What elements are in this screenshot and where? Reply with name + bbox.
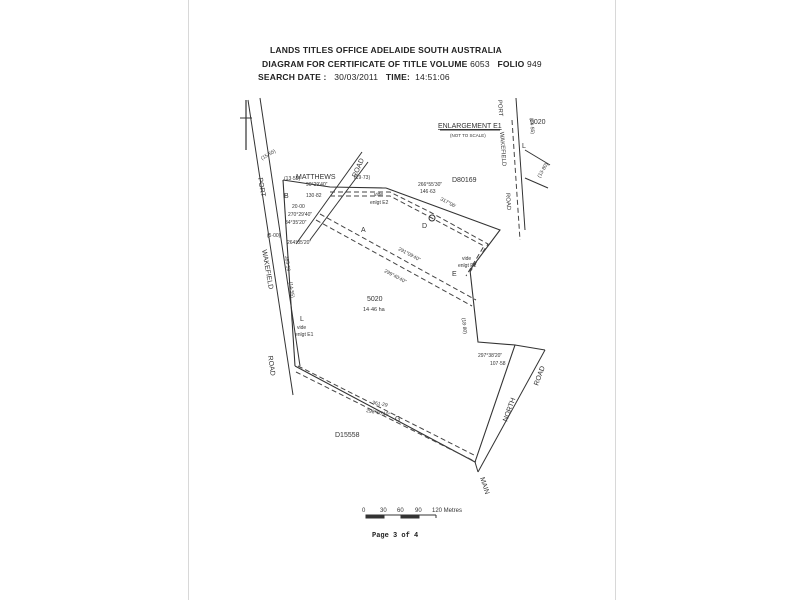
enlgt-note-e2a: enlgt E2 [370, 200, 389, 206]
distance-13: (13·80) [537, 162, 550, 179]
search-date-label: SEARCH DATE : [258, 72, 327, 82]
scale-tick-120: 120 Metres [432, 508, 462, 514]
time-value: 14:51:06 [415, 72, 450, 82]
lot-number: 5020 [367, 296, 383, 303]
road-label-port-1: PORT [256, 177, 266, 198]
distance-12: (14·55) [528, 118, 535, 135]
vide-note-e2b: vide [462, 256, 471, 262]
distance-1: 130·82 [306, 193, 322, 199]
bearing-4: 84°35'20" [285, 220, 307, 226]
vide-note-e1: vide [297, 325, 306, 331]
distance-7: (14·55) [287, 281, 295, 298]
road-label-road-2: ROAD [266, 355, 276, 376]
distance-4: (13·55) [284, 176, 300, 182]
road-label-matthews: MATTHEWS [296, 174, 336, 181]
road-label-main: MAIN [478, 476, 490, 495]
point-e: E [452, 271, 457, 278]
search-date-value: 30/03/2011 [334, 72, 379, 82]
point-b: B [284, 193, 289, 200]
bearing-8: 297°38'20" [478, 353, 502, 359]
enlargement-point-l: L [522, 143, 526, 150]
enlgt-note-e2b: enlgt E2 [458, 263, 477, 269]
road-label-port-2: PORT [496, 100, 503, 117]
point-a: A [361, 227, 366, 234]
point-g: G [395, 416, 400, 423]
enlargement-e1 [428, 97, 551, 231]
bearing-5: 264°35'20" [287, 240, 311, 246]
folio-value: 949 [527, 59, 542, 69]
distance-8: 107·58 [490, 361, 506, 367]
time-label: TIME: [385, 72, 410, 82]
enlargement-lot: 5020 [530, 119, 546, 126]
enlargement-scale-note: (NOT TO SCALE) [450, 133, 486, 138]
distance-9: 361·29 [372, 400, 389, 409]
scale-tick-30: 30 [380, 508, 387, 514]
road-label-north: NORTH [502, 397, 517, 423]
point-d: D [422, 223, 427, 230]
page-number: Page 3 of 4 [372, 532, 419, 540]
diagram-label: DIAGRAM FOR CERTIFICATE OF TITLE VOLUME [262, 59, 468, 69]
distance-11: (18·80) [460, 318, 468, 335]
search-line: SEARCH DATE : 30/03/2011 TIME: 14:51:06 [258, 72, 450, 82]
distance-10: (19·73) [354, 175, 370, 181]
bearing-3: 270°29'40" [288, 212, 312, 218]
enlargement-title: ENLARGEMENT E1 [438, 123, 502, 130]
diagram-heading: DIAGRAM FOR CERTIFICATE OF TITLE VOLUME … [262, 59, 542, 69]
parcel-boundary [282, 179, 516, 463]
scale-tick-0: 0 [362, 508, 366, 514]
point-l: L [300, 316, 304, 323]
distance-3: 20·00 [292, 204, 305, 210]
lot-area: 14·46 ha [363, 307, 386, 313]
distance-6: 385·59 [283, 255, 291, 271]
enlgt-note-e1: enlgt E1 [295, 332, 314, 338]
vide-note-e2a: vide [374, 192, 383, 198]
office-heading: LANDS TITLES OFFICE ADELAIDE SOUTH AUSTR… [270, 45, 502, 55]
road-lines [247, 97, 546, 473]
bearing-9: 298°16'10" [366, 408, 391, 418]
scale-bar [365, 514, 437, 519]
distance-5: (5·00) [267, 233, 281, 239]
scale-tick-90: 90 [415, 508, 422, 514]
scale-tick-60: 60 [397, 508, 404, 514]
folio-label: FOLIO [497, 59, 525, 69]
bearing-6: 299°40'40" [383, 268, 407, 285]
plan-d80169: D80169 [452, 177, 477, 184]
volume-value: 6053 [470, 59, 490, 69]
distance-2: 146·63 [420, 189, 436, 195]
easement-lines [295, 119, 521, 463]
plan-d15558: D15558 [335, 432, 360, 439]
bearing-1: 90°29'40" [306, 182, 328, 188]
bearing-7: 291°09'40" [397, 246, 421, 263]
bearing-2: 266°55'30" [418, 182, 442, 188]
road-label-road-4: ROAD [504, 193, 511, 211]
road-label-wakefield-2: WAKEFIELD [498, 132, 506, 167]
distance-14: (15·55) [260, 148, 277, 161]
document-page [188, 0, 616, 600]
bearing-10: 317°06' [439, 196, 457, 209]
